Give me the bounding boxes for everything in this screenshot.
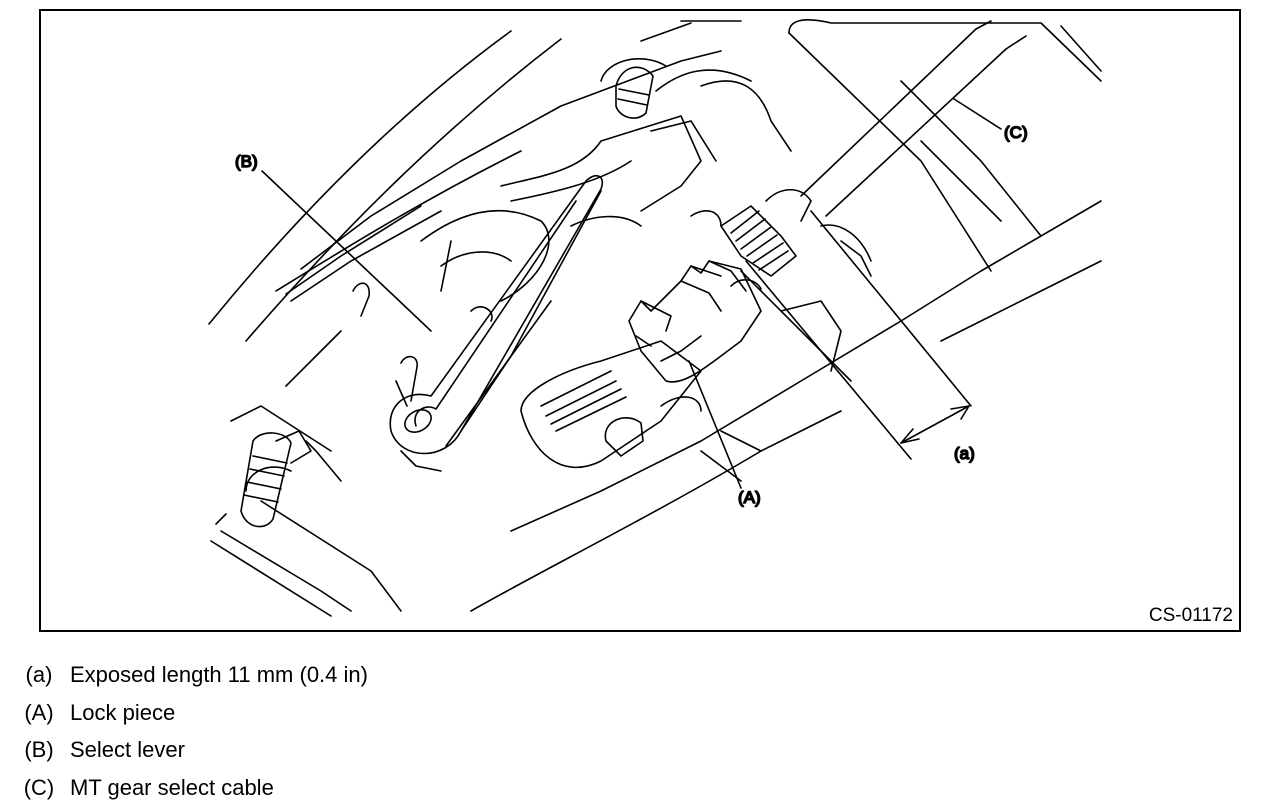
legend-key: (B) <box>24 737 54 762</box>
callout-label-dimension-a: (a) <box>954 444 975 463</box>
legend-text: Select lever <box>70 737 185 762</box>
legend-text: MT gear select cable <box>70 774 274 800</box>
legend-item: (C) MT gear select cable <box>14 769 1254 807</box>
linkage-body <box>352 80 792 407</box>
legend-item: (a) Exposed length 11 mm (0.4 in) <box>14 656 1254 694</box>
legend-key: (a) <box>25 662 53 687</box>
leader-lines <box>261 98 1002 489</box>
callout-label-a-lock: (A) <box>738 488 761 507</box>
callout-label-b: (B) <box>235 152 258 171</box>
legend-key: (C) <box>23 774 55 800</box>
legend-item: (B) Select lever <box>14 731 1254 769</box>
select-cable <box>800 20 1027 217</box>
lock-piece <box>628 260 762 383</box>
shift-mechanism-drawing: (B) (A) (C) (a) <box>208 19 1102 617</box>
upper-bolt <box>600 58 667 119</box>
left-bolt <box>240 430 312 528</box>
housing-outlines <box>208 19 1102 617</box>
lower-bracket <box>520 340 842 482</box>
legend-text: Lock piece <box>70 699 176 725</box>
callout-label-c: (C) <box>1004 123 1028 142</box>
legend: (a) Exposed length 11 mm (0.4 in) (A) Lo… <box>14 656 1254 806</box>
diagram-frame: (B) (A) (C) (a) CS-01172 <box>39 9 1241 632</box>
dimension-a <box>745 210 972 460</box>
legend-item: (A) Lock piece <box>14 694 1254 732</box>
select-lever <box>389 174 604 472</box>
cable-end <box>690 188 872 382</box>
figure-id: CS-01172 <box>1148 605 1233 626</box>
legend-text: Exposed length 11 mm (0.4 in) <box>70 662 368 687</box>
legend-key: (A) <box>24 699 54 725</box>
